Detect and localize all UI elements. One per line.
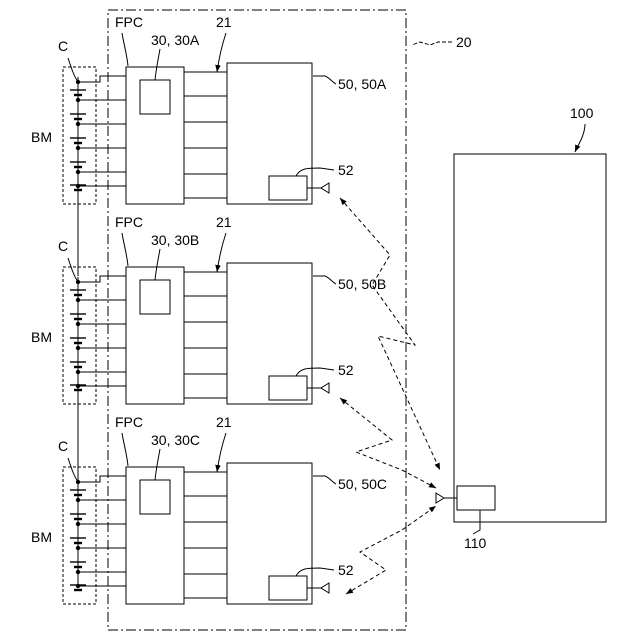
controller-label: 30, 30B (151, 232, 199, 248)
fpc-leader (122, 433, 128, 466)
system-label: 20 (456, 34, 472, 50)
monitor-label: 50, 50B (338, 276, 386, 292)
radio-unit (269, 176, 307, 200)
controller-leader (155, 449, 160, 480)
bm-label: BM (31, 129, 52, 145)
controller-leader (155, 249, 160, 280)
bm-label: BM (31, 529, 52, 545)
bm-boundary (63, 67, 96, 204)
wireless-link-a (340, 198, 440, 470)
fpc-wire-top (78, 276, 126, 282)
fpc-label: FPC (115, 14, 143, 30)
host-device-label: 100 (570, 105, 594, 121)
fpc-label: FPC (115, 414, 143, 430)
c-label: C (58, 438, 68, 454)
controller-box (140, 80, 170, 114)
antenna-icon (321, 583, 329, 593)
host-radio-unit (457, 486, 495, 510)
line-leader (217, 33, 226, 72)
controller-label: 30, 30C (151, 432, 200, 448)
line-leader (217, 233, 226, 272)
host-radio-unit-label: 110 (464, 535, 487, 551)
c-label: C (58, 38, 68, 54)
controller-label: 30, 30A (151, 32, 200, 48)
bm-boundary (63, 267, 96, 404)
line-leader (217, 433, 226, 472)
line-label: 21 (216, 14, 232, 30)
monitor-label: 50, 50A (338, 76, 387, 92)
radio-leader (296, 368, 334, 376)
battery-module-3: C BM FPC 30, 30C 21 50, 50C 52 (31, 414, 387, 604)
radio-leader (296, 168, 334, 176)
wireless-link-c (346, 506, 436, 594)
bm-boundary (63, 467, 96, 604)
wireless-link-b (340, 398, 436, 488)
fpc-box (126, 267, 184, 404)
radio-unit (269, 576, 307, 600)
fpc-leader (122, 33, 128, 66)
battery-module-1: C BM FPC 30, 30A 21 50, 50A 52 (31, 14, 387, 204)
bm-label: BM (31, 329, 52, 345)
c-label: C (58, 238, 68, 254)
system-label-leader (412, 42, 452, 45)
radio-leader (296, 568, 334, 576)
fpc-wire-top (78, 76, 126, 82)
line-label: 21 (216, 214, 232, 230)
battery-module-2: C BM FPC 30, 30B 21 50, 50B 52 (31, 214, 386, 404)
monitor-leader (313, 276, 336, 284)
fpc-label: FPC (115, 214, 143, 230)
host-antenna-icon (436, 493, 444, 503)
antenna-icon (321, 183, 329, 193)
monitor-leader (313, 76, 336, 84)
fpc-box (126, 467, 184, 604)
monitor-leader (313, 476, 336, 484)
controller-leader (155, 49, 160, 80)
controller-box (140, 480, 170, 514)
c-leader (68, 258, 78, 282)
radio-label: 52 (338, 162, 354, 178)
battery-modules: CBMFPC30, 30A2150, 50A52CBMFPC30, 30B215… (31, 14, 387, 604)
fpc-box (126, 67, 184, 204)
c-leader (68, 458, 78, 482)
fpc-wire-top (78, 476, 126, 482)
radio-unit (269, 376, 307, 400)
host-device-box (454, 154, 606, 522)
system-boundary (108, 10, 406, 630)
controller-box (140, 280, 170, 314)
radio-label: 52 (338, 362, 354, 378)
antenna-icon (321, 383, 329, 393)
line-label: 21 (216, 414, 232, 430)
monitor-label: 50, 50C (338, 476, 387, 492)
c-leader (68, 58, 78, 82)
host-label-leader (575, 124, 585, 152)
fpc-leader (122, 233, 128, 266)
radio-label: 52 (338, 562, 354, 578)
